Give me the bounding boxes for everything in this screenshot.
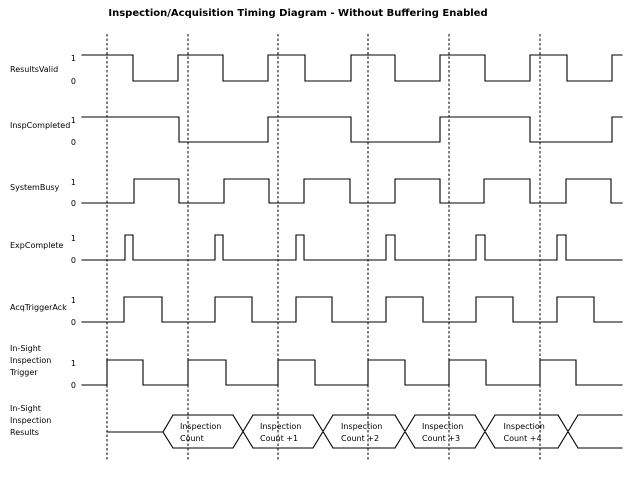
bus-segment-label: Inspection [504,422,545,431]
level-low-label-system-busy: 0 [71,199,76,208]
bus-waveform-insight-inspection-results [106,414,623,449]
level-low-label-insight-inspection-trigger: 0 [71,381,76,390]
signal-label-exp-complete: ExpComplete [10,241,64,250]
signal-label-insight-inspection-results: Results [10,428,39,437]
signal-label-insight-inspection-trigger: Trigger [9,368,38,377]
signal-label-insight-inspection-trigger: Inspection [10,356,51,365]
level-low-label-acq-trigger-ack: 0 [71,318,76,327]
bus-segment-label: Inspection [422,422,463,431]
waveform-results-valid [81,54,623,82]
level-high-label-acq-trigger-ack: 1 [71,296,76,305]
level-high-label-insp-completed: 1 [71,116,76,125]
waveform-insp-completed [81,116,623,143]
waveform-system-busy [81,178,623,204]
level-high-label-results-valid: 1 [71,54,76,63]
level-low-label-exp-complete: 0 [71,256,76,265]
bus-segment-label: Inspection [341,422,382,431]
bus-segment-label: Count +1 [260,434,298,443]
diagram-title: Inspection/Acquisition Timing Diagram - … [108,8,488,19]
bus-segment-label: Count +4 [504,434,542,443]
level-low-label-insp-completed: 0 [71,138,76,147]
level-high-label-insight-inspection-trigger: 1 [71,359,76,368]
level-high-label-exp-complete: 1 [71,234,76,243]
signal-label-results-valid: ResultsValid [10,65,58,74]
level-low-label-results-valid: 0 [71,77,76,86]
bus-segment-label: Count +2 [341,434,379,443]
signal-label-acq-trigger-ack: AcqTriggerAck [10,303,67,312]
bus-segment-label: Count +3 [422,434,460,443]
signal-label-insight-inspection-trigger: In-Sight [10,344,41,353]
bus-segment-label: Inspection [180,422,221,431]
level-high-label-system-busy: 1 [71,178,76,187]
signal-label-insp-completed: InspCompleted [10,121,70,130]
waveform-insight-inspection-trigger [81,359,623,386]
bus-segment-label: Inspection [260,422,301,431]
waveform-acq-trigger-ack [81,296,623,323]
signal-label-insight-inspection-results: In-Sight [10,404,41,413]
bus-segment-label: Count [180,434,204,443]
signal-label-insight-inspection-results: Inspection [10,416,51,425]
waveform-exp-complete [81,234,623,261]
signal-label-system-busy: SystemBusy [10,183,60,192]
